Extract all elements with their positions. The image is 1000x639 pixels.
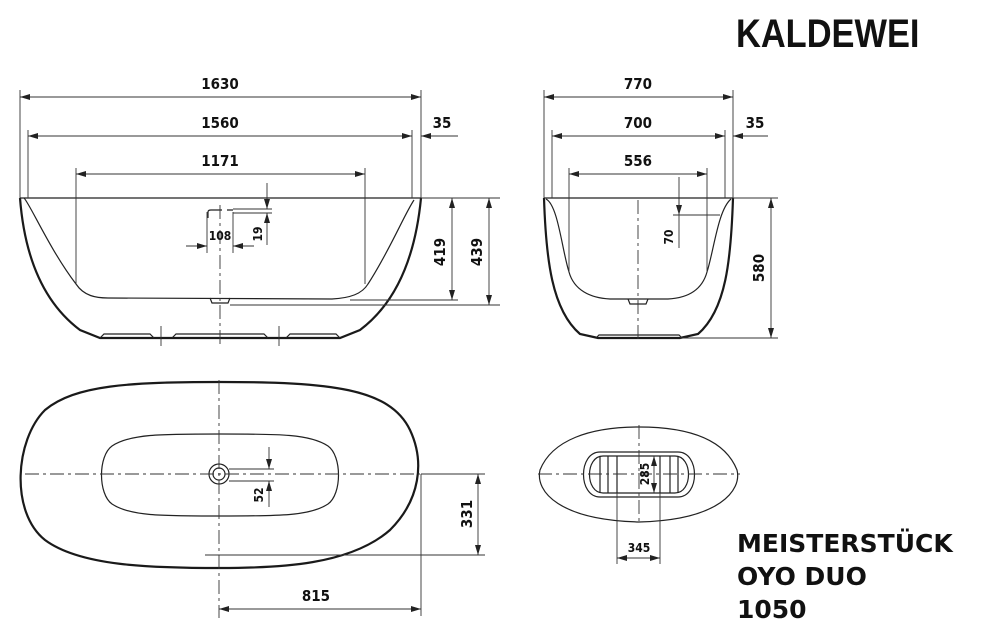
dim-half-width: 331	[458, 500, 476, 528]
side-inner-contour	[545, 198, 732, 300]
dim-rim-width: 35	[433, 114, 452, 132]
top-outer-contour	[19, 380, 420, 570]
dim-inner-depth: 419	[431, 238, 449, 266]
dim-foot-width: 345	[628, 541, 651, 555]
dim-half-length: 815	[302, 587, 330, 605]
overflow-outline	[207, 209, 233, 218]
dim-depth-to-drain: 439	[468, 238, 486, 266]
brand-logo: KALDEWEI	[736, 12, 920, 56]
product-series: MEISTERSTÜCK	[737, 529, 953, 558]
top-basin-contour	[101, 433, 339, 517]
dim-bottom-length: 1171	[201, 152, 239, 170]
dim-foot-depth: 285	[638, 463, 652, 486]
dim-overall-length: 1630	[201, 75, 239, 93]
dim-overflow-offset: 19	[251, 226, 265, 241]
dim-drain-offset: 52	[252, 487, 266, 502]
dim-overflow-depth: 70	[662, 229, 676, 244]
dim-overflow-width: 108	[209, 229, 232, 243]
dim-side-rim-width: 35	[746, 114, 765, 132]
dim-rim-inner-width: 700	[624, 114, 652, 132]
dim-height: 580	[750, 254, 768, 282]
side-view: 770 700 35 556 70 580	[542, 75, 778, 340]
front-outer-contour	[18, 197, 423, 340]
front-inner-contour	[23, 197, 415, 300]
product-number: 1050	[737, 595, 807, 624]
product-model: OYO DUO	[737, 562, 867, 591]
foot-outer-contour	[538, 426, 739, 523]
front-view: 1630 1560 35 1171 108 19 419 439	[18, 75, 500, 346]
side-outer-contour	[542, 197, 735, 340]
foot-stadium	[582, 451, 696, 498]
dim-overall-width: 770	[624, 75, 652, 93]
front-drain	[209, 297, 231, 304]
foot-view: 285 345	[538, 425, 740, 564]
dim-bottom-width: 556	[624, 152, 652, 170]
top-view: 52 331 815	[19, 380, 485, 618]
dim-rim-inner-length: 1560	[201, 114, 239, 132]
